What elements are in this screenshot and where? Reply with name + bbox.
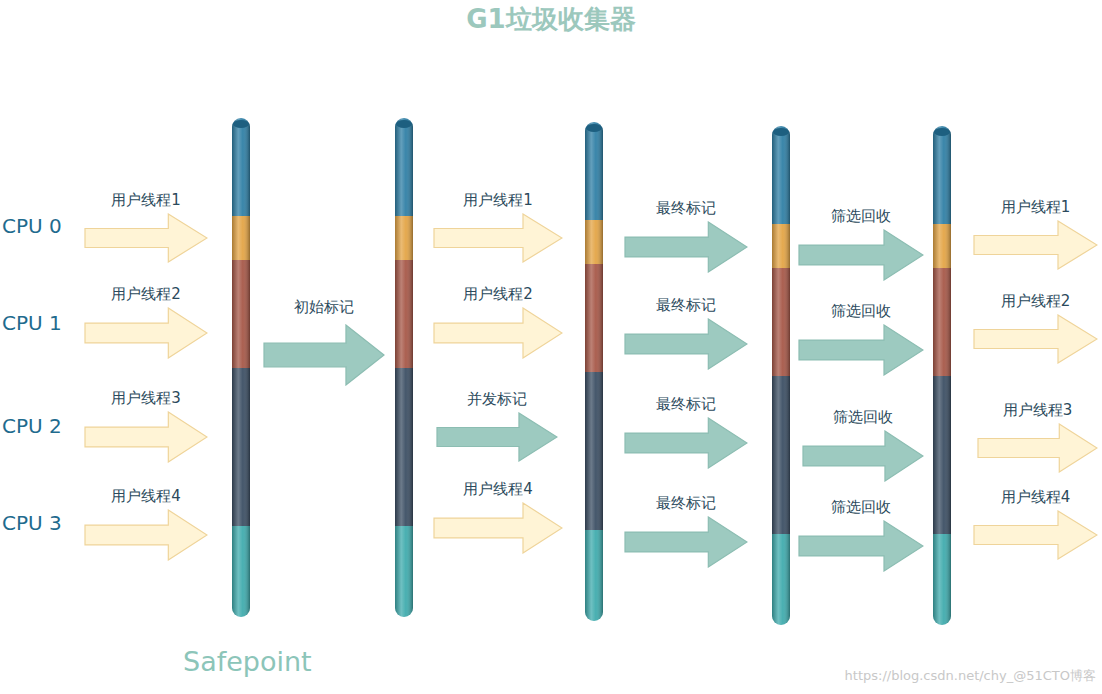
- arrow-shape: [973, 314, 1098, 364]
- gc-phase-arrow: 筛选回收: [798, 207, 924, 281]
- cpu-label: CPU 0: [2, 214, 62, 238]
- user-thread-arrow: 用户线程1: [973, 198, 1098, 270]
- cpu-label: CPU 1: [2, 311, 62, 335]
- arrow-label: 用户线程3: [84, 389, 208, 407]
- arrow-label: 用户线程2: [433, 285, 563, 303]
- arrow-shape: [624, 417, 748, 469]
- arrow-label: 最终标记: [624, 199, 748, 217]
- arrow-shape: [624, 516, 748, 568]
- gc-phase-arrow: 并发标记: [436, 390, 558, 462]
- arrow-shape: [798, 229, 924, 281]
- cpu-label: CPU 3: [2, 511, 62, 535]
- arrow-label: 用户线程2: [84, 285, 208, 303]
- gc-phase-arrow: 初始标记: [263, 298, 385, 386]
- arrow-shape: [433, 502, 563, 554]
- arrow-shape: [433, 213, 563, 263]
- arrow-label: 用户线程3: [977, 401, 1098, 419]
- user-thread-arrow: 用户线程1: [84, 191, 208, 263]
- gc-phase-arrow: 最终标记: [624, 395, 748, 469]
- arrow-shape: [973, 510, 1098, 560]
- arrow-shape: [798, 520, 924, 572]
- arrow-label: 初始标记: [263, 298, 385, 316]
- arrow-shape: [84, 213, 208, 263]
- gc-phase-arrow: 最终标记: [624, 296, 748, 370]
- diagram-title: G1垃圾收集器: [0, 2, 1102, 37]
- user-thread-arrow: 用户线程4: [973, 488, 1098, 560]
- arrow-shape: [798, 324, 924, 376]
- safepoint-bar: [585, 122, 603, 621]
- user-thread-arrow: 用户线程1: [433, 191, 563, 263]
- arrow-label: 筛选回收: [798, 302, 924, 320]
- safepoint-bar: [232, 118, 250, 617]
- user-thread-arrow: 用户线程3: [84, 389, 208, 463]
- arrow-label: 用户线程1: [84, 191, 208, 209]
- arrow-label: 用户线程1: [973, 198, 1098, 216]
- arrow-shape: [433, 307, 563, 359]
- arrow-shape: [263, 324, 385, 386]
- arrow-label: 用户线程1: [433, 191, 563, 209]
- gc-phase-arrow: 最终标记: [624, 494, 748, 568]
- arrow-shape: [84, 411, 208, 463]
- arrow-label: 最终标记: [624, 296, 748, 314]
- arrow-shape: [84, 307, 208, 359]
- user-thread-arrow: 用户线程2: [973, 292, 1098, 364]
- arrow-shape: [802, 430, 924, 482]
- arrow-shape: [973, 220, 1098, 270]
- safepoint-bar: [395, 118, 413, 617]
- arrow-label: 用户线程2: [973, 292, 1098, 310]
- arrow-label: 最终标记: [624, 395, 748, 413]
- arrow-shape: [84, 509, 208, 561]
- safepoint-bar: [772, 126, 790, 625]
- arrow-label: 用户线程4: [433, 480, 563, 498]
- gc-phase-arrow: 最终标记: [624, 199, 748, 273]
- arrow-label: 筛选回收: [798, 207, 924, 225]
- arrow-label: 用户线程4: [973, 488, 1098, 506]
- user-thread-arrow: 用户线程4: [433, 480, 563, 554]
- safepoint-label: Safepoint: [183, 646, 312, 677]
- cpu-label: CPU 2: [2, 414, 62, 438]
- gc-phase-arrow: 筛选回收: [802, 408, 924, 482]
- arrow-label: 最终标记: [624, 494, 748, 512]
- arrow-shape: [436, 412, 558, 462]
- user-thread-arrow: 用户线程3: [977, 401, 1098, 473]
- arrow-label: 筛选回收: [802, 408, 924, 426]
- arrow-label: 筛选回收: [798, 498, 924, 516]
- arrow-label: 用户线程4: [84, 487, 208, 505]
- arrow-label: 并发标记: [436, 390, 558, 408]
- watermark: https://blog.csdn.net/chy_@51CTO博客: [845, 667, 1096, 685]
- arrow-shape: [624, 318, 748, 370]
- user-thread-arrow: 用户线程4: [84, 487, 208, 561]
- gc-phase-arrow: 筛选回收: [798, 498, 924, 572]
- arrow-shape: [624, 221, 748, 273]
- user-thread-arrow: 用户线程2: [433, 285, 563, 359]
- user-thread-arrow: 用户线程2: [84, 285, 208, 359]
- safepoint-bar: [933, 126, 951, 625]
- gc-phase-arrow: 筛选回收: [798, 302, 924, 376]
- arrow-shape: [977, 423, 1098, 473]
